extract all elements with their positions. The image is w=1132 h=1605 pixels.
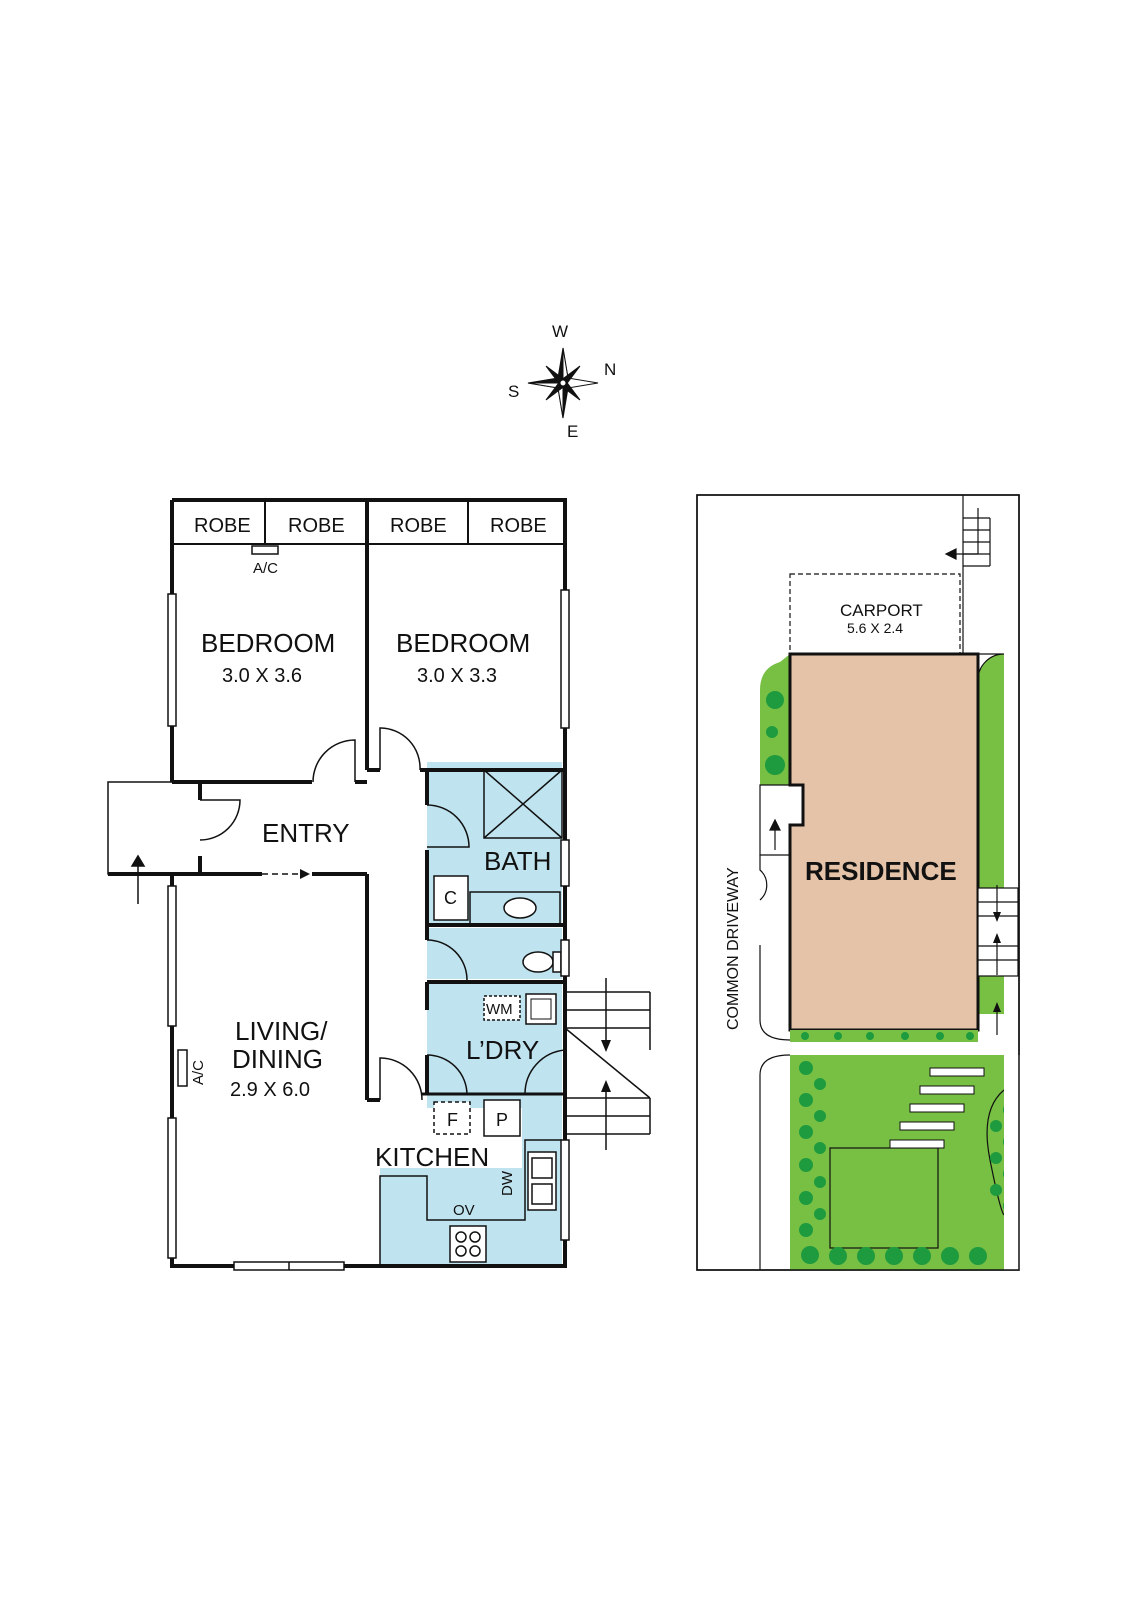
sink-icon [527,1151,557,1211]
ac-label-side: A/C [190,1060,207,1085]
kitchen-label: KITCHEN [375,1142,489,1172]
cupboard-label: C [444,888,457,908]
washing-machine-icon [483,995,521,1021]
washing-machine-label: WM [486,1001,513,1018]
carport-label: CARPORT [840,601,923,620]
driveway-label: COMMON DRIVEWAY [725,867,742,1030]
shower-icon [483,769,563,839]
pantry-icon [483,1099,521,1137]
door-swing-icon [379,1057,423,1101]
window-icon [560,939,570,977]
laundry-steps [564,991,651,1135]
door-swing-icon [426,1054,468,1096]
driveway-edge [759,855,791,1270]
door-swing-icon [426,804,470,848]
shrub-group [765,691,785,775]
cupboard-icon [433,875,469,921]
door-swing-icon [379,727,421,771]
window-icon [560,839,570,887]
compass-w: W [552,322,568,341]
lawn-left-top [760,654,790,785]
stepping-stones [889,1067,985,1149]
garden-bed-edge [986,1089,1005,1216]
bath-label: BATH [484,846,551,876]
robe-label-2: ROBE [288,515,345,537]
window-icon [167,593,177,727]
kitchen-bench [379,1139,562,1266]
ac-unit-side-icon [177,1049,188,1087]
site-plan: CARPORT 5.6 X 2.4 RESIDEN [696,494,1020,1271]
sliding-door-icon [233,1261,345,1271]
stair-arrow-icon [993,885,1001,922]
stair-arrow-icon [993,933,1001,975]
vanity-basin-icon [469,891,561,926]
stair-arrow-icon [993,1002,1001,1035]
robe-label-4: ROBE [490,515,547,537]
shed-outline [829,1147,939,1249]
ac-unit-top-icon [251,545,279,555]
living-size: 2.9 X 6.0 [230,1079,310,1101]
bedroom2-label: BEDROOM [396,628,530,658]
entry-porch [107,781,172,904]
bedroom2-size: 3.0 X 3.3 [417,665,497,687]
robe-label-1: ROBE [194,515,251,537]
floor-plan: ROBE ROBE ROBE ROBE A/C BEDROOM 3.0 X 3.… [107,498,651,1271]
residence-porch [759,784,790,856]
fridge-label: F [447,1110,458,1130]
robe-label-3: ROBE [390,515,447,537]
window-icon [167,885,177,1027]
window-icon [560,589,570,729]
carport-outline [789,573,961,655]
laundry-label: L’DRY [466,1035,539,1065]
ac-label-top: A/C [253,560,278,577]
living-label-line1: LIVING/ [235,1016,328,1046]
site-steps-top [944,495,991,654]
compass-s: S [508,382,519,401]
door-swing-icon [426,939,468,981]
carport-size: 5.6 X 2.4 [847,620,903,636]
window-icon [560,1139,570,1241]
toilet-icon [522,951,562,973]
hedge-strip [790,1030,978,1042]
bedroom1-label: BEDROOM [201,628,335,658]
entry-living-divider [200,869,369,1100]
window-icon [167,1117,177,1259]
entry-door-icon [199,799,241,841]
residence-steps-right [977,887,1019,977]
dishwasher-label: DW [499,1170,516,1196]
stair-arrow-icon [601,978,611,1052]
residence-building [788,652,980,1032]
pantry-label: P [496,1110,508,1130]
bedroom1-size: 3.0 X 3.6 [222,665,302,687]
cooktop-icon [449,1225,487,1263]
compass-n: N [604,360,616,379]
living-label-line2: DINING [232,1044,323,1074]
fridge-icon [433,1101,471,1135]
door-swing-icon [524,1049,566,1095]
stair-arrow-icon [601,1080,611,1150]
entry-label: ENTRY [262,818,350,848]
compass-e: E [567,422,578,441]
oven-label: OV [453,1202,475,1219]
door-swing-icon [312,739,356,783]
compass-rose-icon: W N S E [508,322,616,441]
shrub-group [801,1032,974,1040]
residence-label: RESIDENCE [805,856,957,886]
